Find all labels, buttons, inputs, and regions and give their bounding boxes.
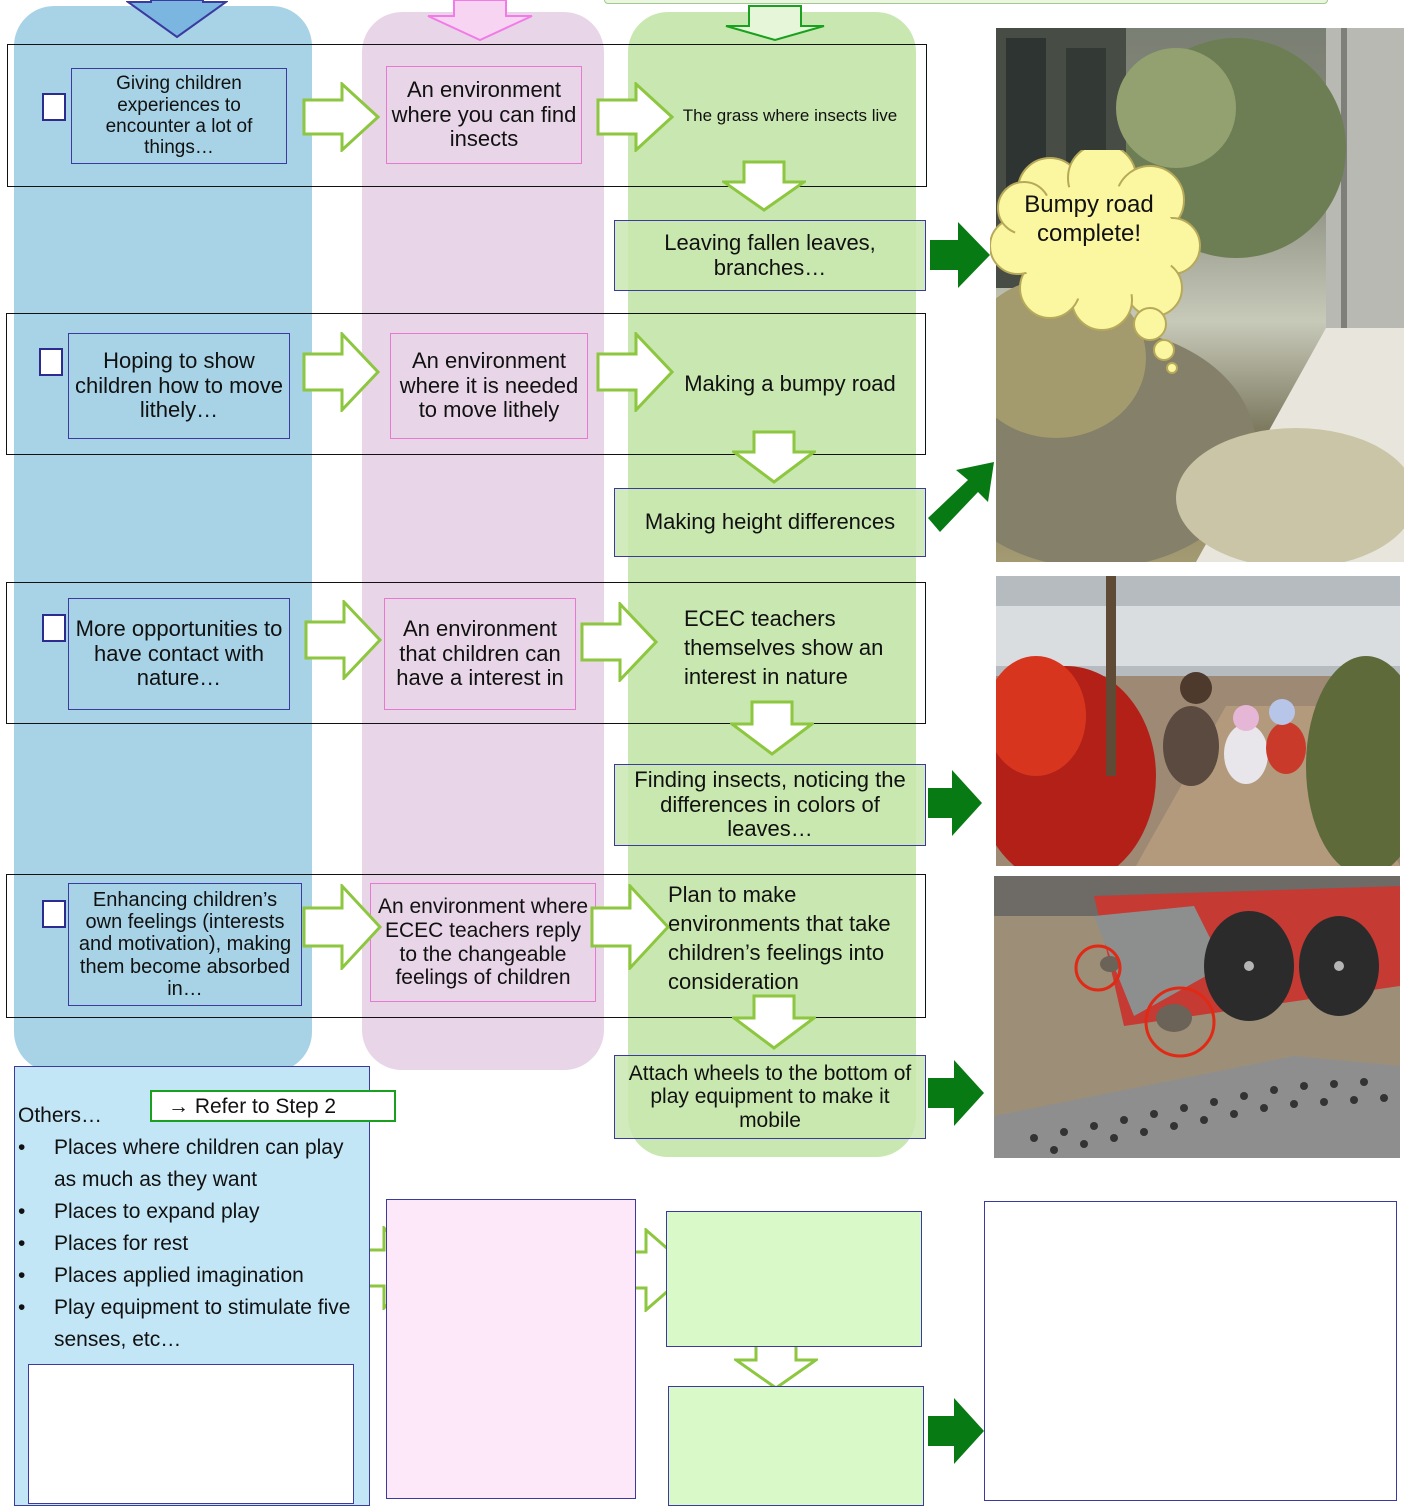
- blank-photo-box[interactable]: [984, 1201, 1397, 1501]
- pink-down-arrow-icon: [427, 0, 533, 42]
- right-arrow-icon: [302, 332, 380, 412]
- down-arrow-icon: [730, 700, 814, 756]
- intent-box-3: More opportunities to have contact with …: [68, 598, 290, 710]
- row-frame-3: [6, 582, 926, 724]
- environment-column: [362, 12, 604, 1070]
- environment-box-4: An environment where ECEC teachers reply…: [370, 883, 596, 1002]
- dark-diagonal-arrow-icon: [928, 462, 994, 532]
- row-frame-4: [6, 874, 926, 1018]
- right-arrow-icon: [580, 602, 658, 682]
- action-box-3: Finding insects, noticing the difference…: [614, 764, 926, 846]
- idea-text-1: The grass where insects live: [682, 106, 898, 126]
- thought-bubble-text: Bumpy road complete!: [1024, 191, 1154, 247]
- environment-box-3: An environment that children can have a …: [384, 598, 576, 710]
- idea-text-4: Plan to make environments that take chil…: [668, 882, 891, 994]
- checkbox-row-1[interactable]: [42, 93, 66, 121]
- idea-text-3: ECEC teachers themselves show an interes…: [684, 606, 884, 689]
- others-item: Places applied imagination: [16, 1260, 366, 1292]
- play-equipment-photo: [994, 876, 1400, 1158]
- checkbox-row-3[interactable]: [42, 614, 66, 642]
- others-title: Others…: [18, 1104, 103, 1127]
- idea-text-2: Making a bumpy road: [684, 370, 896, 396]
- intent-box-1: Giving children experiences to encounter…: [71, 68, 287, 164]
- row-frame-2: [6, 313, 926, 455]
- checkbox-row-4[interactable]: [42, 900, 66, 928]
- thought-bubble-icon: [990, 150, 1201, 374]
- green-down-arrow-icon: [725, 5, 825, 42]
- action-box-4: Attach wheels to the bottom of play equi…: [614, 1055, 926, 1139]
- intent-column: [14, 6, 312, 1072]
- right-arrow-icon: [590, 884, 670, 970]
- others-list: Places where children can play as much a…: [16, 1132, 366, 1356]
- right-arrow-icon: [596, 82, 674, 152]
- blank-action-box[interactable]: [668, 1386, 924, 1506]
- others-item: Places where children can play as much a…: [16, 1132, 366, 1196]
- down-arrow-icon: [732, 994, 816, 1050]
- blank-environment-box[interactable]: [386, 1199, 636, 1499]
- dark-right-arrow-icon: [928, 770, 982, 836]
- garden-photo: [996, 28, 1404, 562]
- down-arrow-icon: [732, 430, 816, 484]
- right-arrow-icon: [302, 884, 382, 970]
- others-blank-input[interactable]: [28, 1364, 354, 1504]
- checkbox-row-2[interactable]: [39, 348, 63, 376]
- action-box-1: Leaving fallen leaves, branches…: [614, 220, 926, 291]
- refer-step-2-button[interactable]: → Refer to Step 2: [150, 1090, 396, 1122]
- right-arrow-icon: [302, 82, 380, 152]
- environment-box-2: An environment where it is needed to mov…: [390, 333, 588, 439]
- row-frame-1: [7, 44, 927, 187]
- others-item: Play equipment to stimulate five senses,…: [16, 1292, 366, 1356]
- down-arrow-icon: [722, 160, 806, 212]
- environment-box-1: An environment where you can find insect…: [386, 66, 582, 164]
- dark-right-arrow-icon: [930, 222, 990, 288]
- others-item: Places to expand play: [16, 1196, 366, 1228]
- dark-right-arrow-icon: [928, 1398, 984, 1464]
- blank-idea-box[interactable]: [666, 1211, 922, 1347]
- intent-box-4: Enhancing children’s own feelings (inter…: [68, 883, 302, 1006]
- action-box-2: Making height differences: [614, 488, 926, 557]
- blue-down-arrow-icon: [126, 0, 228, 39]
- right-arrow-icon: [304, 600, 382, 680]
- top-header-bar: [604, 0, 1328, 4]
- nature-photo: [996, 576, 1400, 866]
- others-item: Places for rest: [16, 1228, 366, 1260]
- dark-right-arrow-icon: [928, 1060, 984, 1126]
- right-arrow-icon: [596, 332, 674, 412]
- intent-box-2: Hoping to show children how to move lith…: [68, 333, 290, 439]
